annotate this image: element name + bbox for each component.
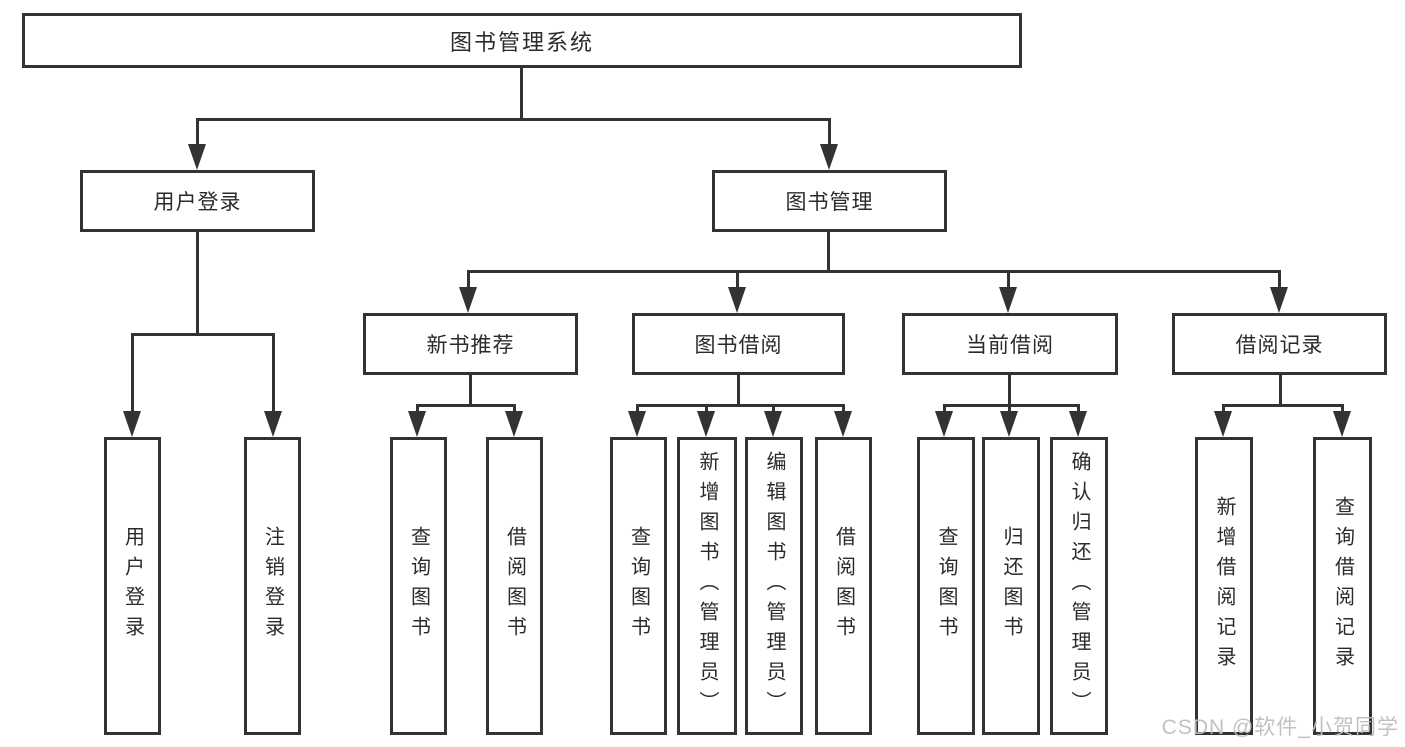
connector-line [1008, 406, 1011, 413]
leaf-label: 新增借阅记录 [1213, 496, 1235, 676]
connector-line [272, 335, 275, 413]
node-label: 图书管理 [785, 191, 874, 214]
leaf-query-books-3: 查询图书 [917, 437, 975, 735]
leaf-confirm-return-admin: 确认归还（管理员） [1050, 437, 1108, 735]
connector-line [943, 406, 946, 413]
leaf-label: 注销登录 [261, 526, 284, 646]
arrow-down-icon [999, 287, 1017, 313]
node-label: 图书借阅 [694, 334, 783, 357]
connector-line [416, 406, 419, 413]
connector-line [416, 404, 516, 407]
connector-line [467, 270, 1281, 273]
arrow-down-icon [1214, 411, 1232, 437]
leaf-logout: 注销登录 [244, 437, 301, 735]
leaf-user-login: 用户登录 [104, 437, 161, 735]
leaf-label: 新增图书（管理员） [696, 451, 718, 721]
connector-line [705, 406, 708, 413]
connector-line [513, 406, 516, 413]
node-label: 借阅记录 [1235, 334, 1324, 357]
connector-line [1222, 406, 1225, 413]
node-label: 新书推荐 [426, 334, 515, 357]
arrow-down-icon [1270, 287, 1288, 313]
leaf-return-books: 归还图书 [982, 437, 1040, 735]
connector-line [467, 272, 470, 288]
leaf-label: 用户登录 [121, 526, 144, 646]
arrow-down-icon [188, 144, 206, 170]
connector-line [736, 272, 739, 288]
leaf-borrow-books-1: 借阅图书 [486, 437, 543, 735]
node-label: 用户登录 [153, 191, 242, 214]
connector-line [1077, 406, 1080, 413]
connector-line [827, 232, 830, 272]
leaf-label: 确认归还（管理员） [1068, 451, 1090, 721]
connector-line [469, 375, 472, 406]
connector-line [196, 118, 831, 121]
leaf-add-books-admin: 新增图书（管理员） [677, 437, 737, 735]
connector-line [131, 335, 134, 413]
connector-line [1007, 272, 1010, 288]
leaf-label: 查询图书 [935, 526, 957, 646]
leaf-query-books-2: 查询图书 [610, 437, 667, 735]
connector-line [1222, 404, 1344, 407]
connector-line [1341, 406, 1344, 413]
leaf-label: 查询图书 [627, 526, 650, 646]
arrow-down-icon [764, 411, 782, 437]
arrow-down-icon [459, 287, 477, 313]
connector-line [131, 333, 275, 336]
leaf-query-borrow-record: 查询借阅记录 [1313, 437, 1372, 735]
leaf-edit-books-admin: 编辑图书（管理员） [745, 437, 803, 735]
leaf-label: 借阅图书 [503, 526, 526, 646]
connector-line [828, 120, 831, 146]
node-label: 图书管理系统 [449, 29, 594, 55]
arrow-down-icon [505, 411, 523, 437]
connector-line [737, 375, 740, 406]
node-root-library-management-system: 图书管理系统 [22, 13, 1022, 68]
arrow-down-icon [1069, 411, 1087, 437]
arrow-down-icon [408, 411, 426, 437]
arrow-down-icon [820, 144, 838, 170]
node-book-management: 图书管理 [712, 170, 947, 232]
connector-line [842, 406, 845, 413]
connector-line [636, 404, 845, 407]
leaf-query-books-1: 查询图书 [390, 437, 447, 735]
connector-line [1008, 375, 1011, 406]
node-label: 当前借阅 [966, 334, 1054, 357]
node-user-login: 用户登录 [80, 170, 315, 232]
connector-line [520, 68, 523, 119]
arrow-down-icon [697, 411, 715, 437]
arrow-down-icon [628, 411, 646, 437]
leaf-add-borrow-record: 新增借阅记录 [1195, 437, 1253, 735]
leaf-label: 查询借阅记录 [1331, 496, 1354, 676]
connector-line [196, 232, 199, 335]
connector-line [772, 406, 775, 413]
leaf-label: 归还图书 [1000, 526, 1022, 646]
node-current-borrowing: 当前借阅 [902, 313, 1118, 375]
arrow-down-icon [834, 411, 852, 437]
arrow-down-icon [1000, 411, 1018, 437]
node-book-borrowing: 图书借阅 [632, 313, 845, 375]
arrow-down-icon [123, 411, 141, 437]
connector-line [196, 120, 199, 146]
node-new-book-recommend: 新书推荐 [363, 313, 578, 375]
leaf-label: 借阅图书 [832, 526, 855, 646]
csdn-watermark: CSDN @软件_小贺同学 [1161, 716, 1399, 739]
node-borrowing-records: 借阅记录 [1172, 313, 1387, 375]
leaf-label: 查询图书 [407, 526, 430, 646]
connector-line [1278, 272, 1281, 288]
arrow-down-icon [1333, 411, 1351, 437]
connector-line [636, 406, 639, 413]
arrow-down-icon [935, 411, 953, 437]
arrow-down-icon [728, 287, 746, 313]
arrow-down-icon [264, 411, 282, 437]
leaf-label: 编辑图书（管理员） [763, 451, 785, 721]
connector-line [943, 404, 1080, 407]
leaf-borrow-books-2: 借阅图书 [815, 437, 872, 735]
connector-line [1279, 375, 1282, 406]
